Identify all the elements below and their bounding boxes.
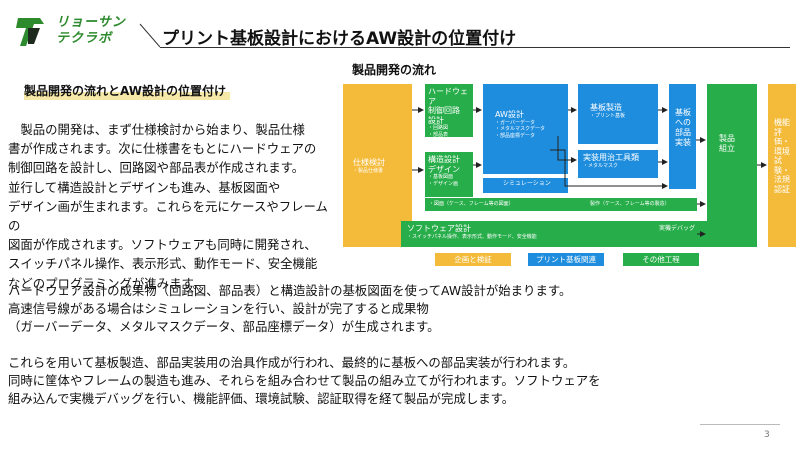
board-mfg-sub: ・プリント基板	[590, 112, 626, 119]
jig-box: 実装用治工具類 ・メタルマスク	[578, 150, 658, 178]
case-drawing-label: ・図面（ケース、フレーム等の図面）	[429, 201, 514, 207]
software-label: ソフトウェア設計	[407, 224, 471, 233]
logo-text-line2: テクラボ	[56, 31, 113, 46]
intro-line: 書が作成されます。次に仕様書をもとにハードウェアの	[8, 141, 317, 157]
section-heading: 製品開発の流れとAW設計の位置付け	[24, 82, 230, 100]
evaluation-box: 機能評価・環境試験・法規認証	[768, 84, 796, 247]
logo-text-line1: リョーサン	[56, 15, 126, 30]
intro-line: 図面が作成されます。ソフトウェアも同時に開発され、	[8, 237, 317, 253]
software-sub: ・スイッチパネル操作、表示形式、動作モード、安全機能	[407, 233, 537, 240]
debug-label: 実機デバッグ	[658, 225, 695, 232]
hardware-label: ハードウェア 制御回路 設計	[428, 87, 468, 125]
footer-rule	[700, 424, 780, 425]
spec-box: 仕様検討 ・製品仕様書	[343, 84, 412, 247]
spec-sub: ・製品仕様書	[353, 167, 384, 174]
aw-line: （ガーバーデータ、メタルマスクデータ、部品座標データ）が生成されます。	[8, 318, 440, 334]
evaluation-label: 機能評価・環境試験・法規認証	[774, 118, 790, 194]
aw-sub: ・ガーバーデータ ・メタルマスクデータ ・部品座標データ	[495, 119, 546, 139]
spec-label: 仕様検討	[353, 158, 385, 167]
aw-line: ハードウェア設計の成果物（回路図、部品表）と構造設計の基板図面を使ってAW設計が…	[8, 283, 572, 298]
page-title: プリント基板設計におけるAW設計の位置付け	[162, 29, 517, 49]
intro-paragraph: 製品の開発は、まず仕様検討から始まり、製品仕様 書が作成されます。次に仕様書をも…	[8, 120, 333, 293]
mount-label: 基板への部品実装	[675, 108, 691, 147]
case-mfg-label: 製作（ケース、フレーム等の製造）	[590, 201, 670, 207]
board-mfg-box: 基板製造 ・プリント基板	[578, 84, 658, 144]
mount-box: 基板への部品実装	[669, 84, 696, 189]
intro-line: スイッチパネル操作、表示形式、動作モード、安全機能	[8, 256, 318, 272]
title-divider-icon	[139, 23, 160, 48]
manufacturing-line: 組み込んで実機デバッグを行い、機能評価、環境試験、認証取得を経て製品が完成します…	[8, 390, 515, 406]
simulation-label: シミュレーション	[503, 180, 551, 187]
aw-design-box: AW設計 ・ガーバーデータ ・メタルマスクデータ ・部品座標データ	[483, 84, 568, 174]
legend-planning: 企画と検証	[435, 253, 511, 266]
intro-line: 並行して構造設計とデザインも進み、基板図面や	[8, 179, 281, 195]
board-mfg-label: 基板製造	[590, 103, 622, 112]
company-logo: リョーサン テクラボ	[14, 14, 140, 48]
structure-label: 構造設計 デザイン	[428, 155, 460, 174]
case-process-box: ・図面（ケース、フレーム等の図面） 製作（ケース、フレーム等の製造）	[425, 198, 697, 211]
hardware-box: ハードウェア 制御回路 設計 ・回路図 ・部品表	[425, 84, 473, 138]
simulation-box: シミュレーション	[483, 178, 568, 193]
aw-paragraph: ハードウェア設計の成果物（回路図、部品表）と構造設計の基板図面を使ってAW設計が…	[8, 282, 778, 335]
intro-line: 製品の開発は、まず仕様検討から始まり、製品仕様	[8, 122, 305, 137]
jig-label: 実装用治工具類	[583, 153, 639, 162]
structure-sub: ・基板図面 ・デザイン画	[428, 174, 459, 187]
aw-line: 高速信号線がある場合はシミュレーションを行い、設計が完了すると成果物	[8, 300, 429, 316]
page-number: 3	[764, 430, 770, 440]
manufacturing-paragraph: これらを用いて基板製造、部品実装用の治具作成が行われ、最終的に基板への部品実装が…	[8, 354, 788, 407]
assembly-box: 製品組立	[707, 84, 757, 247]
software-box: ソフトウェア設計 ・スイッチパネル操作、表示形式、動作モード、安全機能 実機デバ…	[401, 221, 707, 247]
legend-pcb: プリント基板関連	[528, 253, 604, 266]
logo-mark-icon	[16, 18, 44, 46]
assembly-label: 製品組立	[719, 134, 735, 153]
intro-line: デザイン画が生まれます。これらを元にケースやフレームの	[8, 198, 328, 234]
legend-other: その他工程	[623, 253, 699, 266]
manufacturing-line: 同時に筐体やフレームの製造も進み、それらを組み合わせて製品の組み立てが行われます…	[8, 372, 601, 388]
intro-line: などのプログラミングが進みます。	[8, 275, 206, 291]
aw-label: AW設計	[495, 110, 524, 119]
structure-box: 構造設計 デザイン ・基板図面 ・デザイン画	[425, 152, 473, 197]
diagram-title: 製品開発の流れ	[352, 63, 437, 77]
title-underline	[160, 47, 790, 48]
hardware-sub: ・回路図 ・部品表	[428, 125, 449, 138]
manufacturing-line: これらを用いて基板製造、部品実装用の治具作成が行われ、最終的に基板への部品実装が…	[8, 355, 576, 370]
jig-sub: ・メタルマスク	[583, 162, 619, 169]
intro-line: 制御回路を設計し、回路図や部品表が作成されます。	[8, 160, 305, 176]
